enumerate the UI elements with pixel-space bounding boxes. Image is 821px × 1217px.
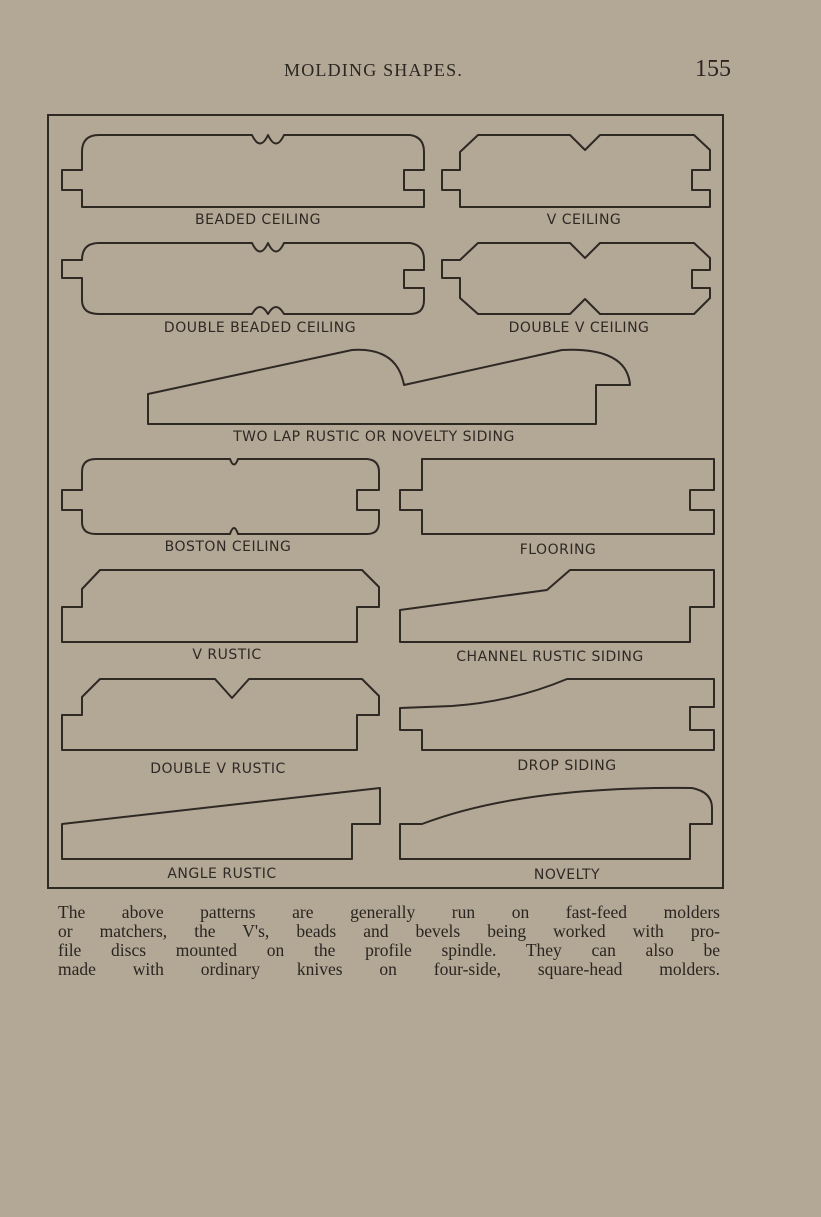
caption-line-2: or matchers, the V's, beads and bevels b… <box>58 921 720 941</box>
drop-siding-label: DROP SIDING <box>517 758 616 774</box>
beaded-ceiling-label: BEADED CEILING <box>195 212 321 228</box>
double-v-ceiling-label: DOUBLE V CEILING <box>509 320 650 336</box>
v-rustic-profile <box>61 569 380 643</box>
page-number: 155 <box>695 56 731 82</box>
beaded-ceiling-profile <box>61 134 425 208</box>
caption-line-3: file discs mounted on the profile spindl… <box>58 940 720 960</box>
v-ceiling-profile <box>441 134 711 208</box>
double-beaded-ceiling-label: DOUBLE BEADED CEILING <box>164 320 356 336</box>
running-title: MOLDING SHAPES. <box>284 60 464 80</box>
double-v-rustic-profile <box>61 678 380 751</box>
caption-line-4: made with ordinary knives on four-side, … <box>58 959 720 979</box>
channel-rustic-siding-profile <box>399 569 715 643</box>
v-ceiling-label: V CEILING <box>547 212 622 228</box>
drop-siding-profile <box>399 678 715 751</box>
flooring-profile <box>399 458 715 535</box>
molding-profiles-drawing: BEADED CEILING V CEILING DOUBLE BEADED C… <box>61 134 715 883</box>
two-lap-rustic-profile <box>147 348 631 425</box>
boston-ceiling-profile <box>61 458 380 535</box>
angle-rustic-label: ANGLE RUSTIC <box>167 866 276 882</box>
double-v-ceiling-profile <box>441 242 711 315</box>
channel-rustic-siding-label: CHANNEL RUSTIC SIDING <box>456 649 643 665</box>
caption-line-1: The above patterns are generally run on … <box>58 902 720 922</box>
double-v-rustic-label: DOUBLE V RUSTIC <box>150 761 286 777</box>
novelty-profile <box>399 786 713 860</box>
two-lap-rustic-label: TWO LAP RUSTIC OR NOVELTY SIDING <box>232 429 515 445</box>
figure-caption: The above patterns are generally run on … <box>58 903 720 979</box>
page-header: MOLDING SHAPES. 155 <box>0 56 821 86</box>
flooring-label: FLOORING <box>520 542 597 558</box>
angle-rustic-profile <box>61 787 381 860</box>
boston-ceiling-label: BOSTON CEILING <box>165 539 292 555</box>
v-rustic-label: V RUSTIC <box>192 647 261 663</box>
novelty-label: NOVELTY <box>534 867 600 883</box>
molding-shapes-figure: BEADED CEILING V CEILING DOUBLE BEADED C… <box>47 114 724 889</box>
double-beaded-ceiling-profile <box>61 242 425 315</box>
